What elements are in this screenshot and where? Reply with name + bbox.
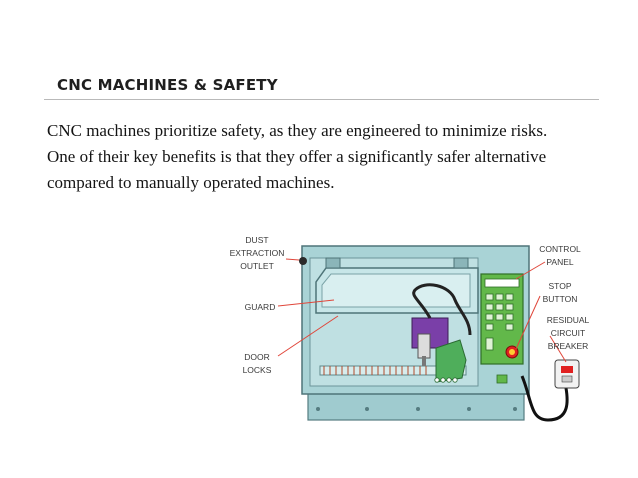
label-dust-extraction-outlet: DUST [245,235,268,245]
bed-teeth [323,366,427,375]
label-residual-circuit-breaker: CIRCUIT [551,328,585,338]
label-dust-extraction-outlet: EXTRACTION [230,248,285,258]
label-dust-extraction-outlet: OUTLET [240,261,274,271]
label-residual-circuit-breaker: BREAKER [548,341,589,351]
label-guard: GUARD [245,302,276,312]
power-cable [520,375,569,422]
machine-bed [319,365,467,376]
body-paragraph: CNC machines prioritize safety, as they … [47,121,548,192]
stop-button-ring [509,349,515,355]
tool-holder-slots [434,377,458,383]
label-control-panel: CONTROL [539,244,581,254]
guard-bracket-right [453,257,469,269]
spindle-chuck [417,333,431,359]
label-arrows [277,258,567,363]
breaker-indicator [561,366,573,373]
guard-bracket-left [325,257,341,269]
label-door-locks: LOCKS [243,365,272,375]
breaker-switch [561,375,573,383]
base-rivet [316,407,320,411]
residual-circuit-breaker [554,359,580,389]
panel-buttons [485,293,514,351]
spindle-tool [422,356,426,366]
dust-outlet [299,257,307,265]
panel-switch [496,374,508,384]
tool-holder [435,339,467,383]
base-rivet [513,407,517,411]
label-residual-circuit-breaker: RESIDUAL [547,315,590,325]
spindle-cable [412,283,472,336]
machine-base [307,389,525,421]
guard-inner [321,273,471,308]
base-rivet [416,407,420,411]
label-control-panel: PANEL [546,257,574,267]
base-rivet [467,407,471,411]
panel-display [484,278,520,288]
slide-title: CNC MACHINES & SAFETY [57,76,278,94]
label-stop-button: BUTTON [543,294,578,304]
base-rivet [365,407,369,411]
title-divider [44,99,599,100]
label-door-locks: DOOR [244,352,270,362]
label-stop-button: STOP [549,281,572,291]
